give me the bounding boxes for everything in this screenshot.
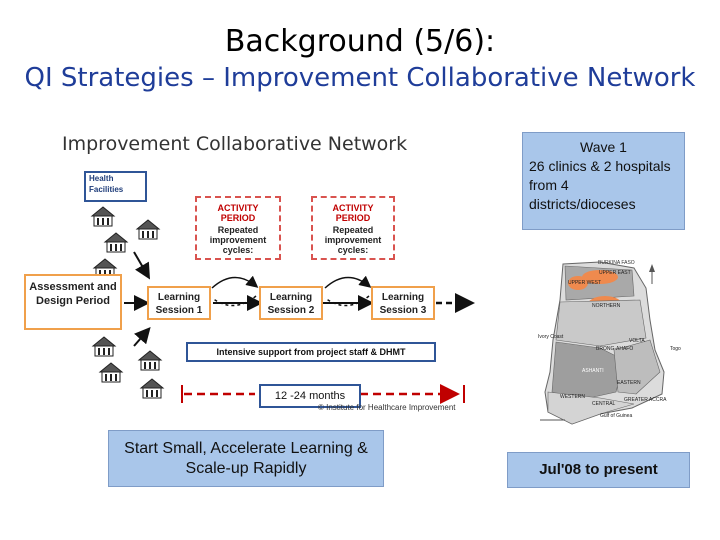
map-label-greater-accra: GREATER ACCRA [624,397,667,403]
map-label-eastern: EASTERN [617,380,641,386]
assessment-box: Assessment and Design Period [24,274,122,330]
facility-icon [104,232,128,253]
map-label-ashanti: ASHANTI [582,368,604,374]
activity-period-label-1: ACTIVITY PERIOD [217,203,259,223]
learning-session-1-label: Learning Session 1 [155,292,203,316]
copyright-note: © Institute for Healthcare Improvement [318,403,456,412]
facility-icon [91,206,115,227]
map-label-upper-east: UPPER EAST [599,270,631,276]
facility-icon [92,336,116,357]
map-label-burkina-faso: BURKINA FASO [598,260,635,266]
map-label-brong-ahafo: BRONG-AHAFO [596,346,634,352]
activity-period-box-2: ACTIVITY PERIOD Repeated improvement cyc… [311,196,395,260]
map-label-volta: VOLTA [629,338,645,344]
facility-icon [138,350,162,371]
wave-body: 26 clinics & 2 hospitals from 4 district… [529,158,671,212]
facility-icon [140,378,164,399]
map-label-togo: Togo [670,346,681,352]
wave-title: Wave 1 [580,139,627,155]
learning-session-1-box: Learning Session 1 [147,286,211,320]
wave-callout: Wave 1 26 clinics & 2 hospitals from 4 d… [522,132,685,230]
slide-subtitle: QI Strategies – Improvement Collaborativ… [24,63,696,93]
slide-title: Background (5/6): [224,24,496,59]
learning-session-2-label: Learning Session 2 [267,292,315,316]
map-label-northern: NORTHERN [592,303,621,309]
activity-period-desc-1: Repeated improvement cycles: [209,225,267,255]
intensive-support-label: Intensive support from project staff & D… [216,347,406,357]
facility-icon [136,219,160,240]
dates-text: Jul'08 to present [539,461,658,478]
learning-session-3-label: Learning Session 3 [379,292,427,316]
duration-label: 12 -24 months [274,390,346,402]
map-label-western: WESTERN [560,394,585,400]
intensive-support-box: Intensive support from project staff & D… [186,342,436,362]
map-label-gulf: Gulf of Guinea [600,413,633,419]
health-facilities-label: Health Facilities [89,174,124,194]
learning-session-2-box: Learning Session 2 [259,286,323,320]
health-facilities-box: Health Facilities [84,171,147,202]
duration-box: 12 -24 months [259,384,361,408]
facility-icon [99,362,123,383]
map-label-upper-west: UPPER WEST [568,280,602,286]
start-small-callout: Start Small, Accelerate Learning & Scale… [108,430,384,487]
activity-period-box-1: ACTIVITY PERIOD Repeated improvement cyc… [195,196,281,260]
assessment-label: Assessment and Design Period [29,281,117,307]
activity-period-label-2: ACTIVITY PERIOD [332,203,374,223]
map-label-ivory-coast: Ivory Coast [538,334,564,340]
map-label-central: CENTRAL [592,401,616,407]
learning-session-3-box: Learning Session 3 [371,286,435,320]
dates-callout: Jul'08 to present [507,452,690,488]
diagram-title: Improvement Collaborative Network [62,133,408,155]
activity-period-desc-2: Repeated improvement cycles: [324,225,382,255]
region-map [540,261,665,425]
start-small-text: Start Small, Accelerate Learning & Scale… [124,440,368,477]
